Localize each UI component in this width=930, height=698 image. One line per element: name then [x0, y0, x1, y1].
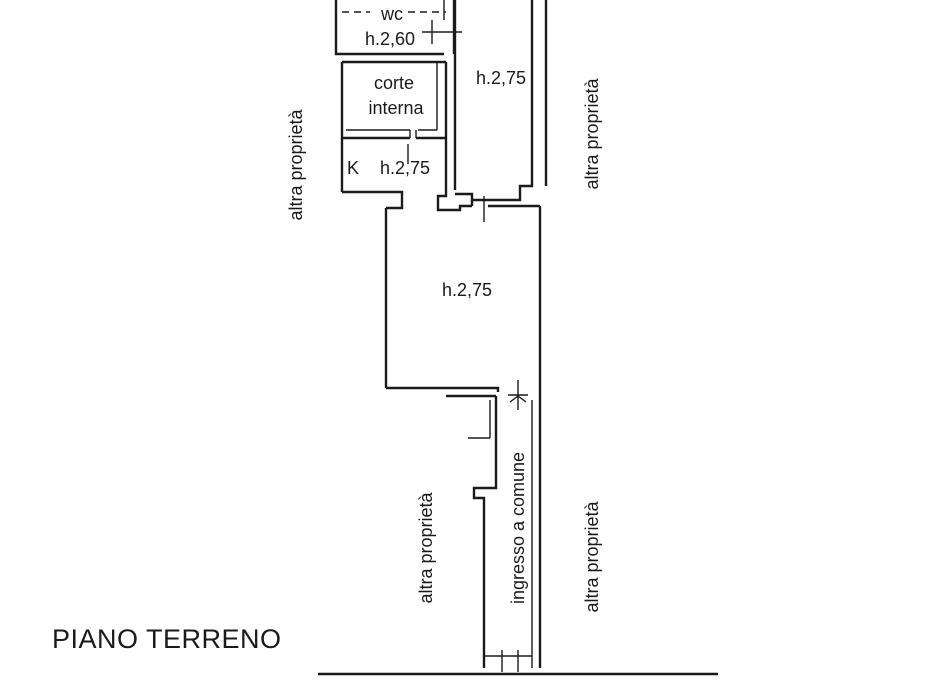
entrance-door-mark	[508, 380, 528, 410]
kitchen-walls	[342, 190, 485, 222]
corridor-height-label: h.2,75	[476, 68, 526, 88]
neighbor-label-upper-right: altra proprietà	[582, 77, 602, 189]
wc-label: wc	[380, 4, 403, 24]
floor-title: PIANO TERRENO	[52, 624, 282, 654]
entrance-label: ingresso a comune	[508, 452, 528, 604]
main-room-height-label: h.2,75	[442, 280, 492, 300]
entrance-corridor-walls	[446, 392, 542, 672]
upper-walls	[334, 0, 548, 202]
kitchen-label: K	[347, 158, 359, 178]
corte-interna-label-2: interna	[368, 98, 424, 118]
neighbor-label-lower-left: altra proprietà	[416, 491, 436, 603]
kitchen-height-label: h.2,75	[380, 158, 430, 178]
neighbor-label-upper-left: altra proprietà	[286, 108, 306, 220]
corte-interna-label-1: corte	[374, 73, 414, 93]
corte-interna-walls	[342, 129, 446, 164]
main-room-walls	[384, 204, 542, 392]
wc-height-label: h.2,60	[365, 29, 415, 49]
neighbor-label-lower-right: altra proprietà	[582, 500, 602, 612]
